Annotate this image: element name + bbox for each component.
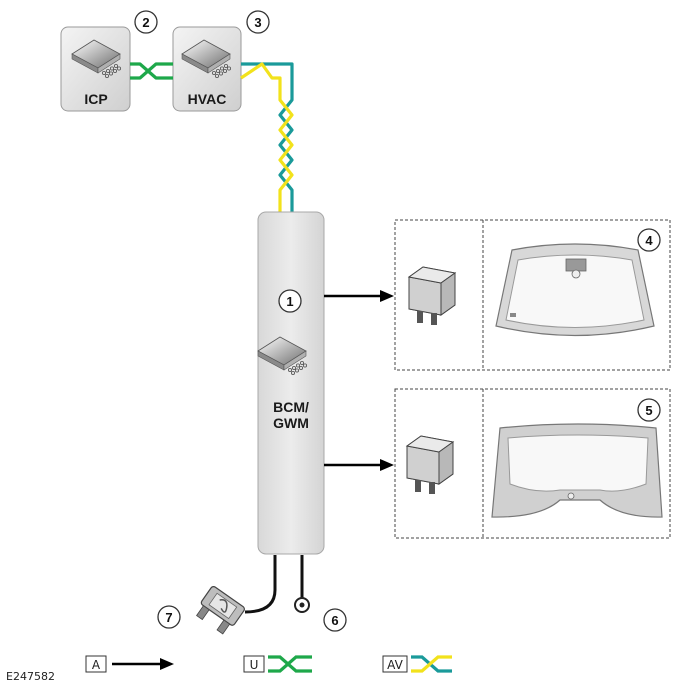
rear-window-relay-icon xyxy=(406,435,454,495)
icp-label: ICP xyxy=(84,91,107,107)
windshield-relay-icon xyxy=(408,266,456,326)
heated-windshield-group: 4 xyxy=(394,219,671,371)
legend-a: A xyxy=(85,655,174,673)
number-badge-2: 2 xyxy=(134,10,158,34)
number-badge-4: 4 xyxy=(637,228,661,252)
hardwired-arrow-windshield xyxy=(324,290,394,302)
svg-text:5: 5 xyxy=(645,403,652,418)
legend-av: AV xyxy=(382,655,452,673)
windshield-icon xyxy=(495,243,655,337)
number-badge-7: 7 xyxy=(157,605,181,629)
bcm-label-line2: GWM xyxy=(273,415,309,431)
hvac-module: HVAC xyxy=(172,26,242,112)
twisted-pair-u-icp-hvac xyxy=(130,62,173,80)
number-badge-1: 1 xyxy=(278,289,302,313)
svg-text:1: 1 xyxy=(286,294,293,309)
ground-icon xyxy=(294,597,310,613)
svg-text:AV: AV xyxy=(387,658,403,672)
fuse-icon xyxy=(196,586,245,635)
svg-text:U: U xyxy=(250,658,259,672)
hardwired-arrow-rear-window xyxy=(324,459,394,471)
number-badge-5: 5 xyxy=(637,398,661,422)
fuse-wire xyxy=(244,555,277,614)
rear-window-icon xyxy=(491,423,663,518)
icp-module: ICP xyxy=(60,26,131,112)
number-badge-6: 6 xyxy=(323,608,347,632)
svg-text:4: 4 xyxy=(645,233,653,248)
twisted-pair-av-hvac-bcm xyxy=(240,62,294,212)
figure-code: E247582 xyxy=(6,670,55,683)
hvac-label: HVAC xyxy=(188,91,227,107)
legend-u: U xyxy=(243,655,312,673)
svg-text:A: A xyxy=(92,658,101,672)
bcm-label-line1: BCM/ xyxy=(273,399,309,415)
number-badge-3: 3 xyxy=(246,10,270,34)
bcm-gwm-module: BCM/ GWM xyxy=(257,211,325,555)
svg-text:7: 7 xyxy=(165,610,172,625)
heated-rear-window-group: 5 xyxy=(394,388,671,539)
svg-text:2: 2 xyxy=(142,15,149,30)
svg-text:6: 6 xyxy=(331,613,338,628)
svg-text:3: 3 xyxy=(254,15,261,30)
